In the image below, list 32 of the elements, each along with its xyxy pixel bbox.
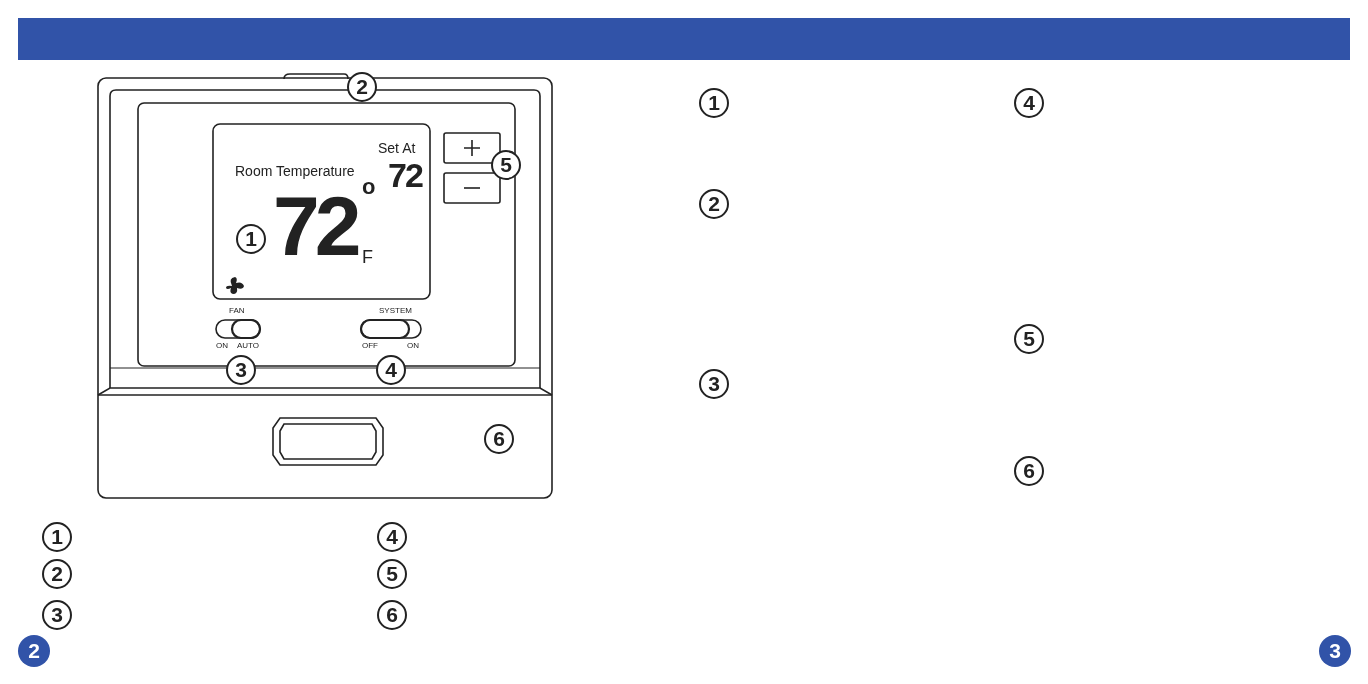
display-label: Set At bbox=[378, 141, 416, 155]
callout-number: 3 bbox=[42, 600, 72, 630]
callout-number: 1 bbox=[42, 522, 72, 552]
switch-label: OFF bbox=[362, 342, 378, 350]
callout-number: 5 bbox=[1014, 324, 1044, 354]
set-temperature-reading: 72 bbox=[388, 158, 422, 192]
callout-number: 1 bbox=[236, 224, 266, 254]
callout-number: 5 bbox=[491, 150, 521, 180]
temperature-reading: 72 bbox=[273, 184, 357, 268]
switch-label: FAN bbox=[229, 307, 245, 315]
page-number: 2 bbox=[18, 635, 50, 667]
callout-number: 4 bbox=[376, 355, 406, 385]
switch-label: ON bbox=[407, 342, 419, 350]
callout-number: 4 bbox=[377, 522, 407, 552]
callout-number: 6 bbox=[1014, 456, 1044, 486]
switch-label: AUTO bbox=[237, 342, 260, 350]
display-label: Room Temperature bbox=[235, 164, 355, 178]
page-number: 3 bbox=[1319, 635, 1351, 667]
callout-number: 3 bbox=[226, 355, 256, 385]
callout-number: 3 bbox=[699, 369, 729, 399]
switch-label: SYSTEM bbox=[379, 307, 412, 315]
callout-number: 1 bbox=[699, 88, 729, 118]
switch-label: ON bbox=[216, 342, 228, 350]
callout-number: 2 bbox=[699, 189, 729, 219]
unit-label: F bbox=[362, 248, 373, 266]
callout-number: 2 bbox=[42, 559, 72, 589]
callout-number: 2 bbox=[347, 72, 377, 102]
degree-sign: o bbox=[362, 176, 376, 198]
callout-number: 5 bbox=[377, 559, 407, 589]
callout-number: 6 bbox=[377, 600, 407, 630]
callout-number: 6 bbox=[484, 424, 514, 454]
callout-number: 4 bbox=[1014, 88, 1044, 118]
